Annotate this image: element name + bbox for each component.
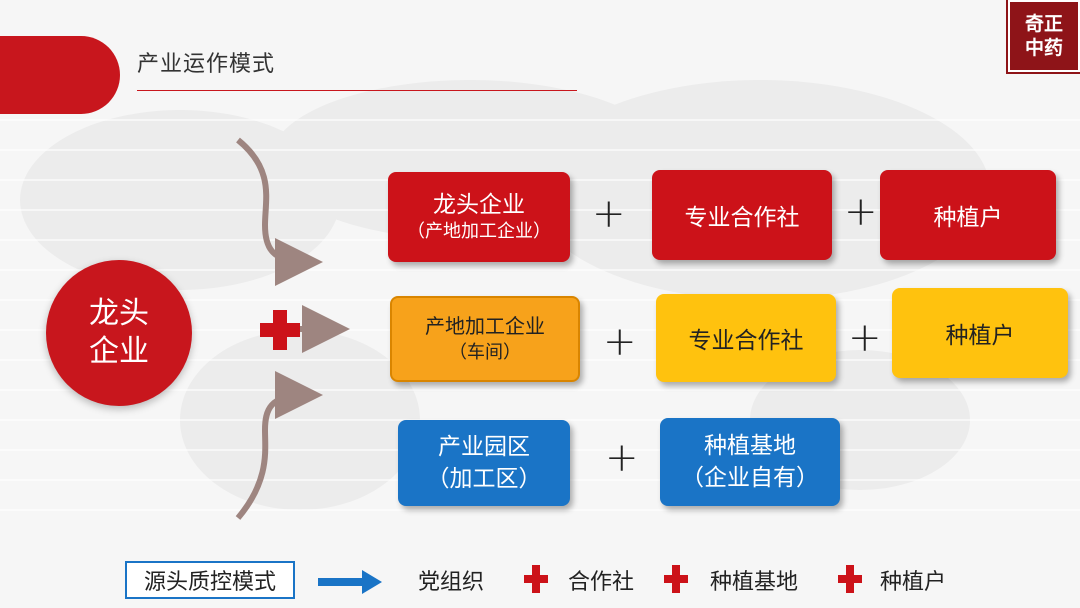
row1-plus-1: + (592, 191, 626, 237)
bottom-item-planting-base: 种植基地 (710, 570, 799, 595)
bottom-item-grower: 种植户 (880, 570, 947, 595)
row1-box1-line2: （产地加工企业） (407, 221, 551, 242)
row1-plus-2: + (844, 189, 878, 235)
red-cross-icon (664, 565, 688, 593)
branch-arrows (235, 137, 350, 520)
bottom-item-party-org: 党组织 (418, 570, 485, 595)
row3-box1-line1: 产业园区 (438, 434, 530, 460)
circle-line-2: 企业 (89, 334, 149, 369)
row3-planting-base-box: 种植基地 （企业自有） (660, 418, 840, 506)
row3-box1-line2: （加工区） (426, 466, 542, 492)
row1-box1-line1: 龙头企业 (433, 192, 525, 218)
circle-line-1: 龙头 (89, 296, 149, 331)
arrow-top (236, 137, 323, 286)
row2-grower-box: 种植户 (892, 288, 1068, 378)
row1-grower-box: 种植户 (880, 170, 1056, 260)
title-tab-decoration (0, 36, 120, 114)
row2-box1-line2: （车间） (449, 342, 521, 363)
row3-plus: + (605, 435, 639, 481)
red-cross-icon (838, 565, 862, 593)
row2-plus-2: + (848, 315, 882, 361)
leading-enterprise-circle: 龙头 企业 (46, 260, 192, 406)
bottom-item-cooperative: 合作社 (568, 570, 635, 595)
row1-leading-enterprise-box: 龙头企业 （产地加工企业） (388, 172, 570, 262)
row2-processing-enterprise-box: 产地加工企业 （车间） (390, 296, 580, 382)
red-plus-icon (260, 310, 300, 350)
row3-box2-line1: 种植基地 (704, 433, 796, 459)
blue-arrow-icon (318, 570, 382, 594)
logo-line-2: 中药 (1024, 37, 1063, 59)
row3-box2-line2: （企业自有） (681, 465, 819, 491)
row2-plus-1: + (603, 319, 637, 365)
page-title: 产业运作模式 (137, 52, 276, 77)
title-underline (137, 90, 577, 91)
row2-cooperative-box: 专业合作社 (656, 294, 836, 382)
arrow-bottom (235, 371, 323, 520)
row3-industrial-park-box: 产业园区 （加工区） (398, 420, 570, 506)
row2-box1-line1: 产地加工企业 (425, 314, 545, 338)
red-cross-icon (524, 565, 548, 593)
company-logo: 奇正 中药 (1006, 0, 1080, 74)
quality-control-mode-label: 源头质控模式 (125, 561, 295, 599)
row1-cooperative-box: 专业合作社 (652, 170, 832, 260)
logo-line-1: 奇正 (1024, 13, 1063, 35)
